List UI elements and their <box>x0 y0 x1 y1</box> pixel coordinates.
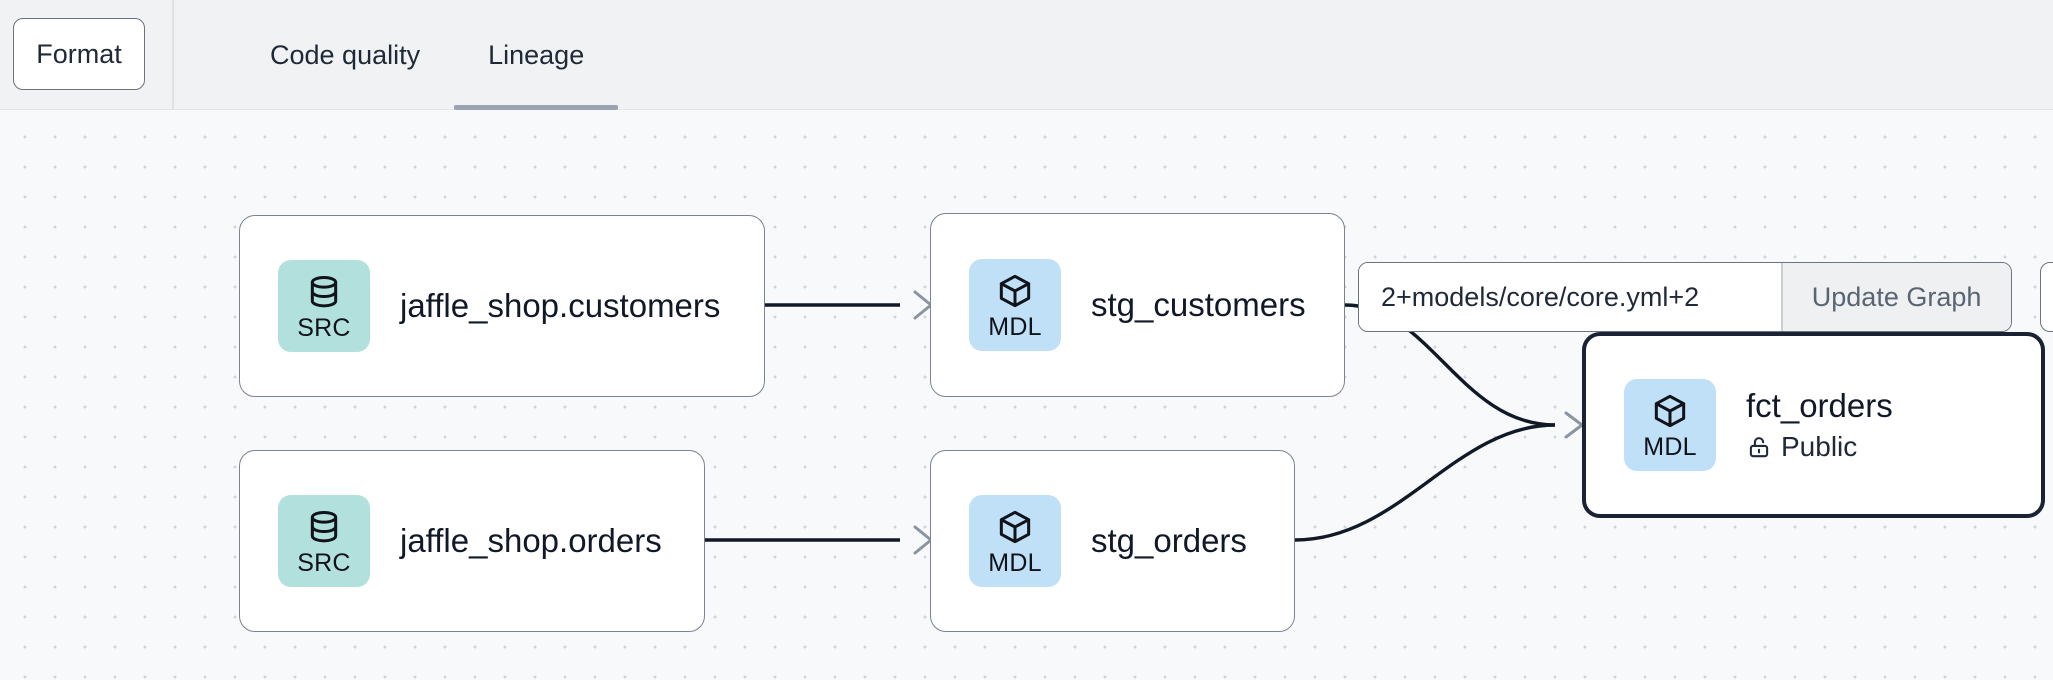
tab-lineage[interactable]: Lineage <box>454 0 619 110</box>
node-badge-src: SRC <box>278 260 370 352</box>
node-title: stg_customers <box>1091 286 1306 324</box>
cube-icon <box>1654 394 1686 427</box>
tab-code-quality[interactable]: Code quality <box>236 0 454 110</box>
graph-selector-toolbar: Update Graph <box>1358 262 2012 332</box>
arrowhead-stg-orders <box>913 525 933 555</box>
tab-code-quality-label: Code quality <box>270 39 421 70</box>
node-badge-src: SRC <box>278 495 370 587</box>
unlock-icon <box>1749 437 1769 458</box>
node-title: fct_orders <box>1746 386 1893 424</box>
node-badge-label: SRC <box>297 313 351 342</box>
format-button[interactable]: Format <box>13 18 145 90</box>
node-title: jaffle_shop.customers <box>400 287 721 325</box>
node-badge-mdl: MDL <box>969 259 1061 351</box>
node-badge-mdl: MDL <box>969 495 1061 587</box>
node-badge-label: MDL <box>988 312 1042 341</box>
toolbar-header: Format Code quality Lineage <box>0 0 2053 110</box>
update-graph-button[interactable]: Update Graph <box>1782 263 2011 331</box>
node-text: jaffle_shop.customers <box>400 287 720 325</box>
arrowhead-stg-customers <box>913 290 933 320</box>
node-text: stg_orders <box>1091 522 1247 560</box>
arrowhead-fct-orders <box>1564 411 1584 439</box>
node-badge-mdl: MDL <box>1624 379 1716 471</box>
node-title: stg_orders <box>1091 522 1247 560</box>
node-access-badge: Public <box>1746 431 1893 463</box>
node-access-label: Public <box>1781 431 1858 463</box>
database-icon <box>310 510 338 542</box>
graph-node-stg-customers[interactable]: MDL stg_customers <box>930 213 1345 397</box>
tab-lineage-underline <box>454 105 619 110</box>
edge-stg-orders-to-fct-orders <box>1294 423 1556 542</box>
node-text: stg_customers <box>1091 286 1306 324</box>
node-badge-label: SRC <box>297 548 351 577</box>
graph-node-fct-orders[interactable]: MDL fct_orders Public <box>1582 332 2045 518</box>
dbt-selector-input[interactable] <box>1359 263 1781 331</box>
graph-node-jaffle-shop-customers[interactable]: SRC jaffle_shop.customers <box>239 215 765 397</box>
node-badge-label: MDL <box>988 548 1042 577</box>
tab-lineage-label: Lineage <box>488 39 585 70</box>
database-icon <box>310 275 338 307</box>
graph-overflow-control[interactable] <box>2040 262 2053 332</box>
node-badge-label: MDL <box>1643 432 1697 461</box>
node-text: jaffle_shop.orders <box>400 522 662 560</box>
graph-node-jaffle-shop-orders[interactable]: SRC jaffle_shop.orders <box>239 450 705 632</box>
node-title: jaffle_shop.orders <box>400 522 662 560</box>
tab-bar: Code quality Lineage <box>236 0 619 110</box>
cube-icon <box>999 274 1031 307</box>
graph-node-stg-orders[interactable]: MDL stg_orders <box>930 450 1295 632</box>
toolbar-separator <box>1781 263 1783 331</box>
cube-icon <box>999 510 1031 543</box>
node-text: fct_orders Public <box>1746 387 1893 464</box>
header-divider <box>172 0 174 110</box>
lineage-canvas[interactable]: SRC jaffle_shop.customers MDL stg_custom… <box>0 110 2053 680</box>
